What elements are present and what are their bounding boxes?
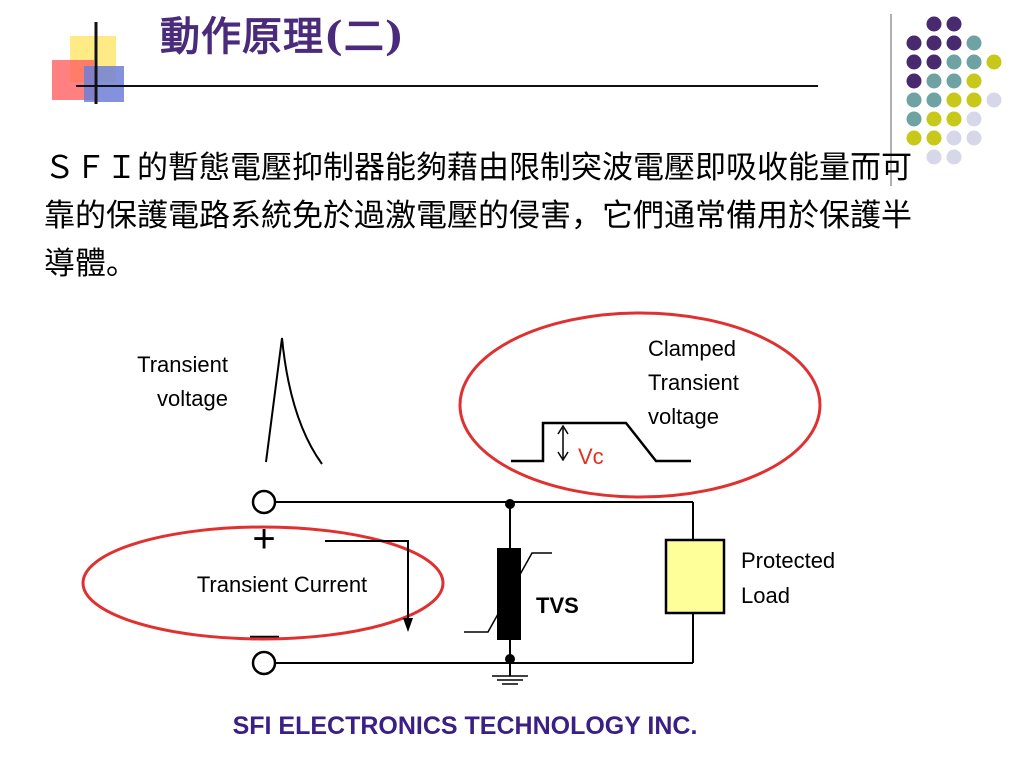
clamped-label-line3: voltage	[648, 404, 719, 429]
title-underline	[84, 85, 818, 87]
decorative-dot	[986, 92, 1002, 108]
tvs-varistor-slash	[464, 552, 552, 633]
vc-arrow-down	[557, 451, 569, 462]
decorative-dot	[946, 54, 962, 70]
decorative-dot	[926, 149, 942, 165]
decorative-dot	[906, 54, 922, 70]
plus-sign: +	[252, 517, 275, 561]
clamped-highlight-ellipse	[458, 311, 822, 499]
transient-current-label: Transient Current	[197, 572, 367, 597]
decorative-dot	[926, 92, 942, 108]
decorative-dot	[906, 35, 922, 51]
tvs-label: TVS	[536, 593, 579, 618]
decorative-dot	[946, 35, 962, 51]
decorative-dot	[926, 130, 942, 146]
bottom-junction-dot	[505, 654, 515, 664]
protected-load-box	[664, 538, 726, 615]
vc-label: Vc	[578, 444, 604, 469]
slide-title: 動作原理(二)	[160, 13, 405, 60]
decorative-dot	[946, 149, 962, 165]
decorative-dot	[926, 35, 942, 51]
decorative-dot	[966, 130, 982, 146]
current-arrow-head	[403, 618, 413, 632]
decorative-dot	[946, 73, 962, 89]
vc-arrow-up	[557, 424, 569, 435]
clamped-label-line1: Clamped	[648, 336, 736, 361]
clamped-label-line2: Transient	[648, 370, 739, 395]
body-paragraph: ＳＦＩ的暫態電壓抑制器能夠藉由限制突波電壓即吸收能量而可靠的保護電路系統免於過激…	[44, 150, 912, 282]
current-highlight-ellipse	[81, 525, 445, 641]
decorative-dot-grid	[906, 16, 1002, 165]
company-footer: SFI ELECTRONICS TECHNOLOGY INC.	[232, 712, 698, 740]
transient-spike-waveform	[265, 337, 323, 465]
decorative-dot	[926, 111, 942, 127]
decorative-dot	[966, 111, 982, 127]
protected-load-label-line1: Protected	[741, 548, 835, 573]
vertical-divider	[890, 14, 892, 186]
decorative-dot	[946, 16, 962, 32]
negative-terminal	[251, 650, 277, 676]
decorative-dot	[906, 111, 922, 127]
transient-voltage-label-line2: voltage	[157, 386, 228, 411]
decorative-dot	[926, 73, 942, 89]
decorative-dot	[946, 92, 962, 108]
decorative-dot	[946, 111, 962, 127]
decorative-dot	[906, 130, 922, 146]
decorative-dot	[906, 92, 922, 108]
current-arrow-line	[325, 540, 409, 628]
decorative-dot	[926, 54, 942, 70]
decorative-dot	[986, 54, 1002, 70]
decorative-dot	[926, 16, 942, 32]
protected-load-label-line2: Load	[741, 583, 790, 608]
transient-voltage-label-line1: Transient	[137, 352, 228, 377]
decorative-dot	[946, 130, 962, 146]
decorative-dot	[966, 35, 982, 51]
clamped-waveform	[511, 421, 691, 463]
top-junction-dot	[505, 499, 515, 509]
positive-terminal	[251, 489, 277, 515]
decorative-dot	[906, 73, 922, 89]
decorative-dot	[966, 73, 982, 89]
decorative-dot	[966, 54, 982, 70]
decorative-dot	[966, 92, 982, 108]
